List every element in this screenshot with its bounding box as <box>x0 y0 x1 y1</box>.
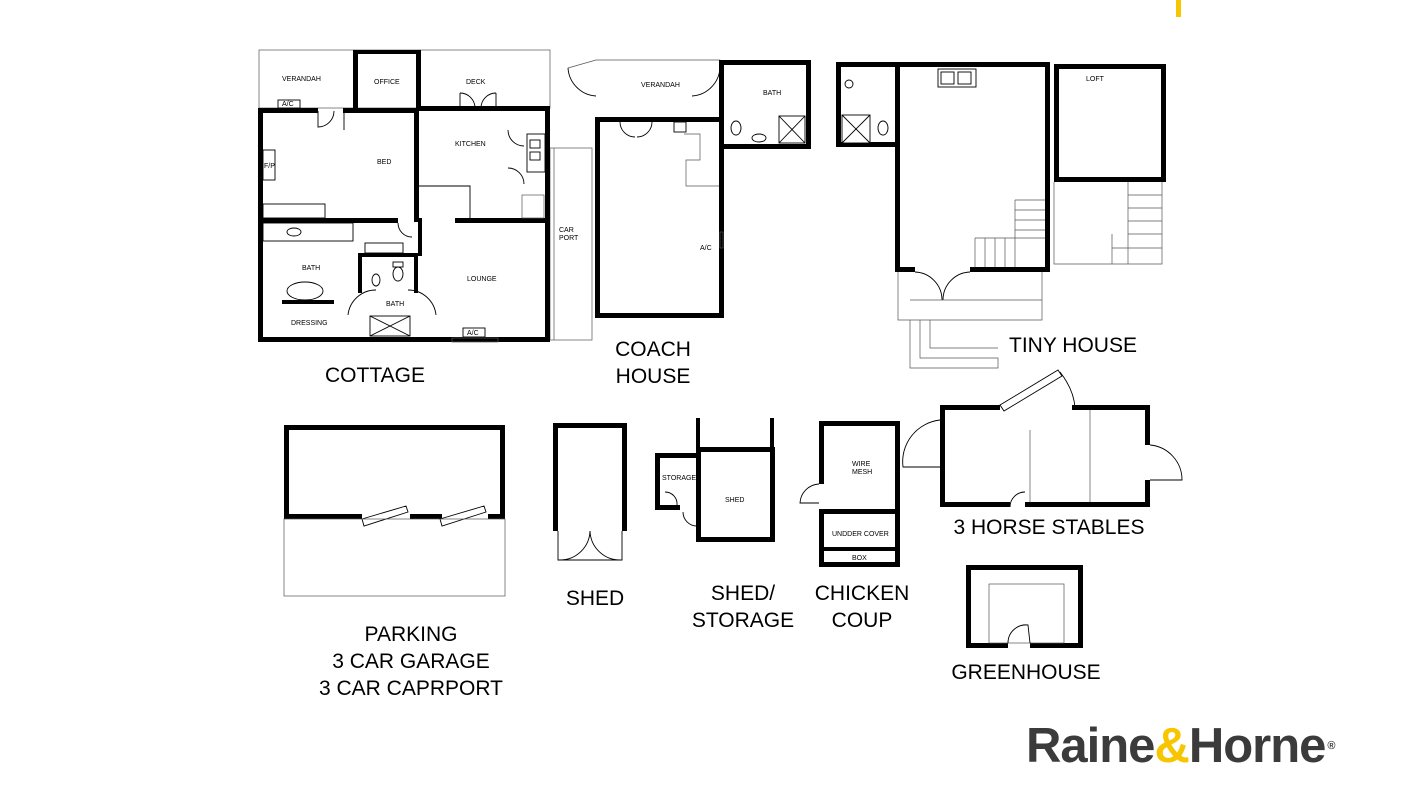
lounge-label: LOUNGE <box>467 276 497 283</box>
cottage-ac-bottom-label: A/C <box>467 330 479 337</box>
dressing-label: DRESSING <box>291 320 328 327</box>
coach-house-title: COACH HOUSE <box>596 336 710 390</box>
carport-label-line1: CAR <box>559 227 574 234</box>
coach-house-title-line2: HOUSE <box>615 365 691 388</box>
bed-label: BED <box>377 159 391 166</box>
greenhouse-plan <box>966 565 1083 648</box>
greenhouse-title: GREENHOUSE <box>951 661 1101 684</box>
logo-ampersand: & <box>1154 719 1189 773</box>
parking-title-line2: 3 CAR GARAGE <box>332 650 490 673</box>
chicken-coup-plan: WIRE MESH UNDDER COVER BOX <box>799 421 900 567</box>
shed-title: SHED <box>565 587 625 610</box>
shed-storage-title-line2: STORAGE <box>691 609 795 632</box>
shed-room-label: SHED <box>725 497 744 504</box>
wire-mesh-label-line1: WIRE <box>852 461 871 468</box>
coach-house-plan: VERANDAH BATH A/C <box>567 59 811 318</box>
loft-label: LOFT <box>1086 76 1105 83</box>
parking-title-line1: PARKING <box>364 623 458 646</box>
office-label: OFFICE <box>374 79 400 86</box>
parking-plan <box>283 425 506 597</box>
brand-accent-bar <box>1176 0 1181 17</box>
cottage-plan: VERANDAH A/C OFFICE DECK F/P BED KITCHEN… <box>258 49 593 343</box>
coach-bath-label: BATH <box>763 90 781 97</box>
chicken-coup-title-line1: CHICKEN <box>814 582 910 605</box>
coach-ac-label: A/C <box>700 245 712 252</box>
tiny-house-title: TINY HOUSE <box>1009 334 1137 357</box>
parking-title-line3: 3 CAR CAPRPORT <box>319 677 503 700</box>
cottage-bath-main-label: BATH <box>302 265 320 272</box>
tiny-house-plan: LOFT <box>836 62 1166 369</box>
shed-storage-title-line1: SHED/ <box>710 582 776 605</box>
storage-label: STORAGE <box>662 475 696 482</box>
horse-stables-plan <box>902 369 1183 508</box>
parking-title: PARKING 3 CAR GARAGE 3 CAR CAPRPORT <box>296 621 526 702</box>
fireplace-label: F/P <box>264 163 275 170</box>
kitchen-label: KITCHEN <box>455 141 486 148</box>
box-label: BOX <box>852 555 867 562</box>
shed-plan <box>553 423 627 561</box>
under-cover-label: UNDDER COVER <box>832 531 889 538</box>
coach-house-title-line1: COACH <box>615 338 691 361</box>
cottage-bath-small-label: BATH <box>386 301 404 308</box>
raine-horne-logo: Raine&Horne® <box>1026 716 1336 776</box>
shed-storage-title: SHED/ STORAGE <box>683 580 803 634</box>
shed-storage-plan: STORAGE SHED <box>655 418 775 542</box>
deck-label: DECK <box>466 79 486 86</box>
cottage-ac-top-label: A/C <box>282 101 294 108</box>
logo-text-horne: Horne <box>1188 719 1327 773</box>
coach-verandah-label: VERANDAH <box>641 82 680 89</box>
logo-text-raine: Raine <box>1026 719 1155 773</box>
wire-mesh-label-line2: MESH <box>852 469 872 476</box>
cottage-verandah-label: VERANDAH <box>282 76 321 83</box>
chicken-coup-title-line2: COUP <box>831 609 893 632</box>
horse-stables-title: 3 HORSE STABLES <box>953 516 1145 539</box>
cottage-title: COTTAGE <box>325 364 425 387</box>
registered-mark: ® <box>1327 740 1335 752</box>
carport-label-line2: PORT <box>559 235 579 242</box>
chicken-coup-title: CHICKEN COUP <box>804 580 920 634</box>
